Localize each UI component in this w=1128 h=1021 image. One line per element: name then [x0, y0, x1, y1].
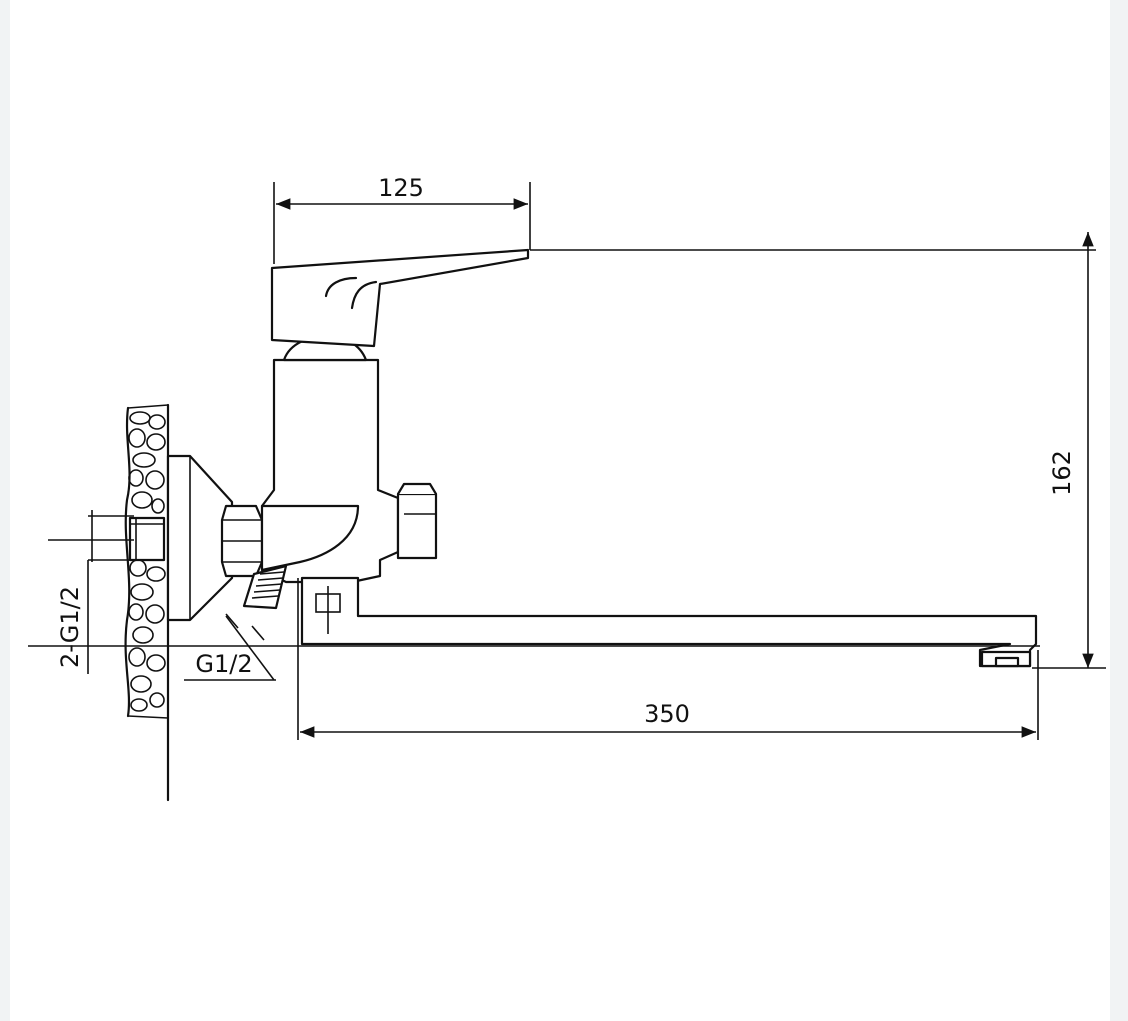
wall-section — [124, 403, 170, 802]
wall-flange — [166, 454, 234, 622]
wall-inlet-fitting — [128, 516, 166, 562]
dimension-350: 350 — [297, 578, 1039, 740]
dim-label-125: 125 — [378, 174, 424, 202]
dim-label-162: 162 — [1048, 450, 1076, 496]
dimension-g1-2: G1/2 — [184, 650, 276, 681]
dimension-162: 162 — [530, 232, 1106, 669]
lever-handle — [270, 248, 530, 348]
diverter-knob — [396, 482, 438, 560]
faucet-body — [260, 334, 400, 584]
shower-outlet — [225, 564, 288, 681]
dimension-2-g1-2: 2-G1/2 — [28, 510, 1040, 674]
spout — [300, 576, 1038, 668]
dim-label-g1-2: G1/2 — [195, 650, 252, 678]
stone-hatch — [128, 411, 166, 712]
dim-label-350: 350 — [644, 700, 690, 728]
dim-label-2-g1-2: 2-G1/2 — [56, 586, 84, 668]
dimension-125: 125 — [273, 174, 531, 264]
hex-nut — [220, 504, 264, 578]
